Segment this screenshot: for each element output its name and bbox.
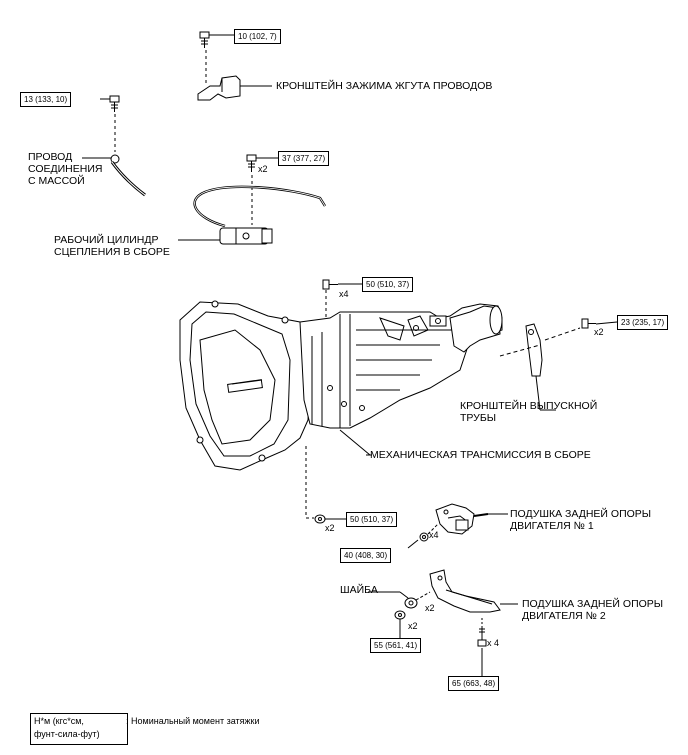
qty-t6: x2 [325,523,335,533]
label-transmission: МЕХАНИЧЕСКАЯ ТРАНСМИССИЯ В СБОРЕ [370,449,591,461]
torque-spec-t5: 23 (235, 17) [617,315,669,330]
nut-t7-icon [419,532,429,542]
qty-washer: x2 [425,603,435,613]
torque-spec-t8: 55 (561, 41) [370,638,422,653]
label-washer: ШАЙБА [340,584,378,596]
bolt-t3-icon [246,154,257,172]
engine-mount-1-icon [435,503,489,535]
transmission-assembly-icon [179,300,503,471]
torque-spec-t1: 10 (102, 7) [234,29,281,44]
label-mount-2: ПОДУШКА ЗАДНЕЙ ОПОРЫ ДВИГАТЕЛЯ № 2 [522,598,664,622]
qty-t4: x4 [339,289,349,299]
torque-spec-t2: 13 (133, 10) [20,92,72,107]
label-mount-1: ПОДУШКА ЗАДНЕЙ ОПОРЫ ДВИГАТЕЛЯ № 1 [510,508,652,532]
label-harness-bracket: КРОНШТЕЙН ЗАЖИМА ЖГУТА ПРОВОДОВ [276,80,493,92]
harness-bracket-icon [197,75,241,101]
torque-spec-t6: 50 (510, 37) [346,512,398,527]
label-ground-wire: ПРОВОД СОЕДИНЕНИЯ С МАССОЙ [28,151,103,187]
qty-t7: x4 [429,530,439,540]
torque-spec-t4: 50 (510, 37) [362,277,414,292]
bolt-t1-icon [199,31,210,48]
bolt-t6-icon [314,514,326,524]
label-clutch-cylinder: РАБОЧИЙ ЦИЛИНДР СЦЕПЛЕНИЯ В СБОРЕ [54,234,170,258]
clutch-line-icon [193,185,327,228]
engine-mount-2-icon [429,569,501,613]
torque-spec-t7: 40 (408, 30) [340,548,392,563]
clutch-cylinder-icon [219,227,273,245]
bolt-t5-icon [581,318,596,329]
qty-t9: x 4 [487,638,500,648]
legend-unit-box: Н*м (кгс*см, фунт-сила-фут) [30,713,128,745]
nut-t8-icon [394,610,406,620]
qty-t5: x2 [594,327,604,337]
label-exhaust-bracket: КРОНШТЕЙН ВЫПУСКНОЙ ТРУБЫ [460,400,598,424]
torque-spec-t9: 65 (663, 48) [448,676,500,691]
bolt-t4-icon [322,279,338,290]
bolt-t9-icon [477,626,487,647]
torque-spec-t3: 37 (377, 27) [278,151,330,166]
legend-description: : Номинальный момент затяжки [126,716,260,726]
washer-icon [404,597,418,609]
qty-t8: x2 [408,621,418,631]
qty-t3: x2 [258,164,268,174]
exhaust-bracket-icon [525,323,543,377]
bolt-t2-icon [109,95,120,112]
ground-wire-icon [110,154,146,197]
